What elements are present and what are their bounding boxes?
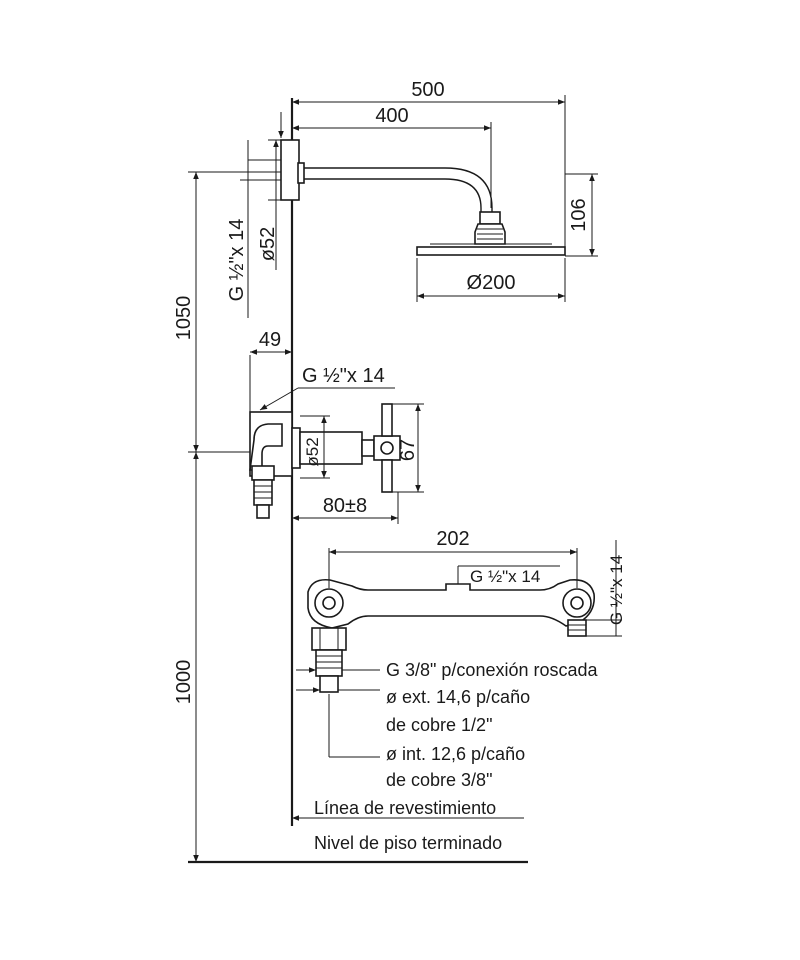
note-wall-line: Línea de revestimiento bbox=[292, 798, 524, 821]
dim-arm-reach-label: 400 bbox=[375, 105, 408, 127]
note-ext-line1: ø ext. 14,6 p/caño bbox=[386, 687, 530, 707]
dim-valve-height-label: 67 bbox=[397, 439, 419, 461]
note-ext-diameter: ø ext. 14,6 p/caño de cobre 1/2" bbox=[296, 687, 530, 735]
dim-height-lower-label: 1000 bbox=[173, 660, 195, 705]
dim-top-thread: G ½"x 14 bbox=[226, 112, 284, 318]
dim-arm-total: 500 bbox=[292, 79, 566, 255]
dim-valve-flange: ø52 bbox=[300, 415, 330, 479]
dim-body-length-label: 202 bbox=[436, 528, 469, 550]
dim-arm-total-label: 500 bbox=[411, 79, 444, 101]
dim-height-upper: 1050 bbox=[173, 171, 281, 452]
dim-body-side-thread: G ½"x 14 bbox=[586, 540, 626, 637]
note-wall-line-text: Línea de revestimiento bbox=[314, 798, 496, 818]
dim-head-drop: 106 bbox=[565, 173, 598, 257]
mixer-body bbox=[307, 578, 596, 693]
dim-height-upper-label: 1050 bbox=[173, 296, 195, 341]
note-int-diameter: ø int. 12,6 p/caño de cobre 3/8" bbox=[328, 694, 525, 790]
dim-height-lower: 1000 bbox=[173, 451, 292, 862]
shower-arm bbox=[280, 139, 493, 215]
dim-valve-height: 67 bbox=[392, 403, 424, 493]
dim-head-drop-label: 106 bbox=[568, 198, 590, 231]
note-floor-level-text: Nivel de piso terminado bbox=[314, 833, 502, 853]
dim-top-thread-label: G ½"x 14 bbox=[226, 219, 248, 302]
dim-valve-offset-label: 49 bbox=[259, 329, 281, 351]
dim-valve-thread: G ½"x 14 bbox=[259, 365, 395, 411]
note-connection-thread-text: G 3/8" p/conexión roscada bbox=[386, 660, 599, 680]
shower-head bbox=[416, 211, 566, 256]
dim-valve-depth-label: 80±8 bbox=[323, 495, 367, 517]
dim-valve-offset: 49 bbox=[249, 329, 292, 412]
dim-valve-depth: 80±8 bbox=[292, 492, 399, 524]
dim-head-diameter-label: Ø200 bbox=[467, 272, 516, 294]
dim-body-thread-label: G ½"x 14 bbox=[470, 567, 540, 586]
dim-valve-thread-label: G ½"x 14 bbox=[302, 365, 385, 387]
note-int-line2: de cobre 3/8" bbox=[386, 770, 492, 790]
dim-head-diameter: Ø200 bbox=[416, 258, 566, 302]
dim-top-flange: ø52 bbox=[257, 139, 281, 270]
dim-valve-flange-label: ø52 bbox=[303, 437, 322, 466]
dim-body-side-thread-label: G ½"x 14 bbox=[607, 555, 626, 625]
note-connection-thread: G 3/8" p/conexión roscada bbox=[296, 660, 599, 680]
dim-arm-reach: 400 bbox=[292, 105, 492, 208]
note-floor-level: Nivel de piso terminado bbox=[314, 833, 502, 853]
dim-body-thread: G ½"x 14 bbox=[457, 565, 560, 586]
dim-body-length: 202 bbox=[328, 528, 578, 588]
valve-body bbox=[249, 403, 401, 519]
note-int-line1: ø int. 12,6 p/caño bbox=[386, 744, 525, 764]
dim-top-flange-label: ø52 bbox=[257, 227, 279, 261]
note-ext-line2: de cobre 1/2" bbox=[386, 715, 492, 735]
